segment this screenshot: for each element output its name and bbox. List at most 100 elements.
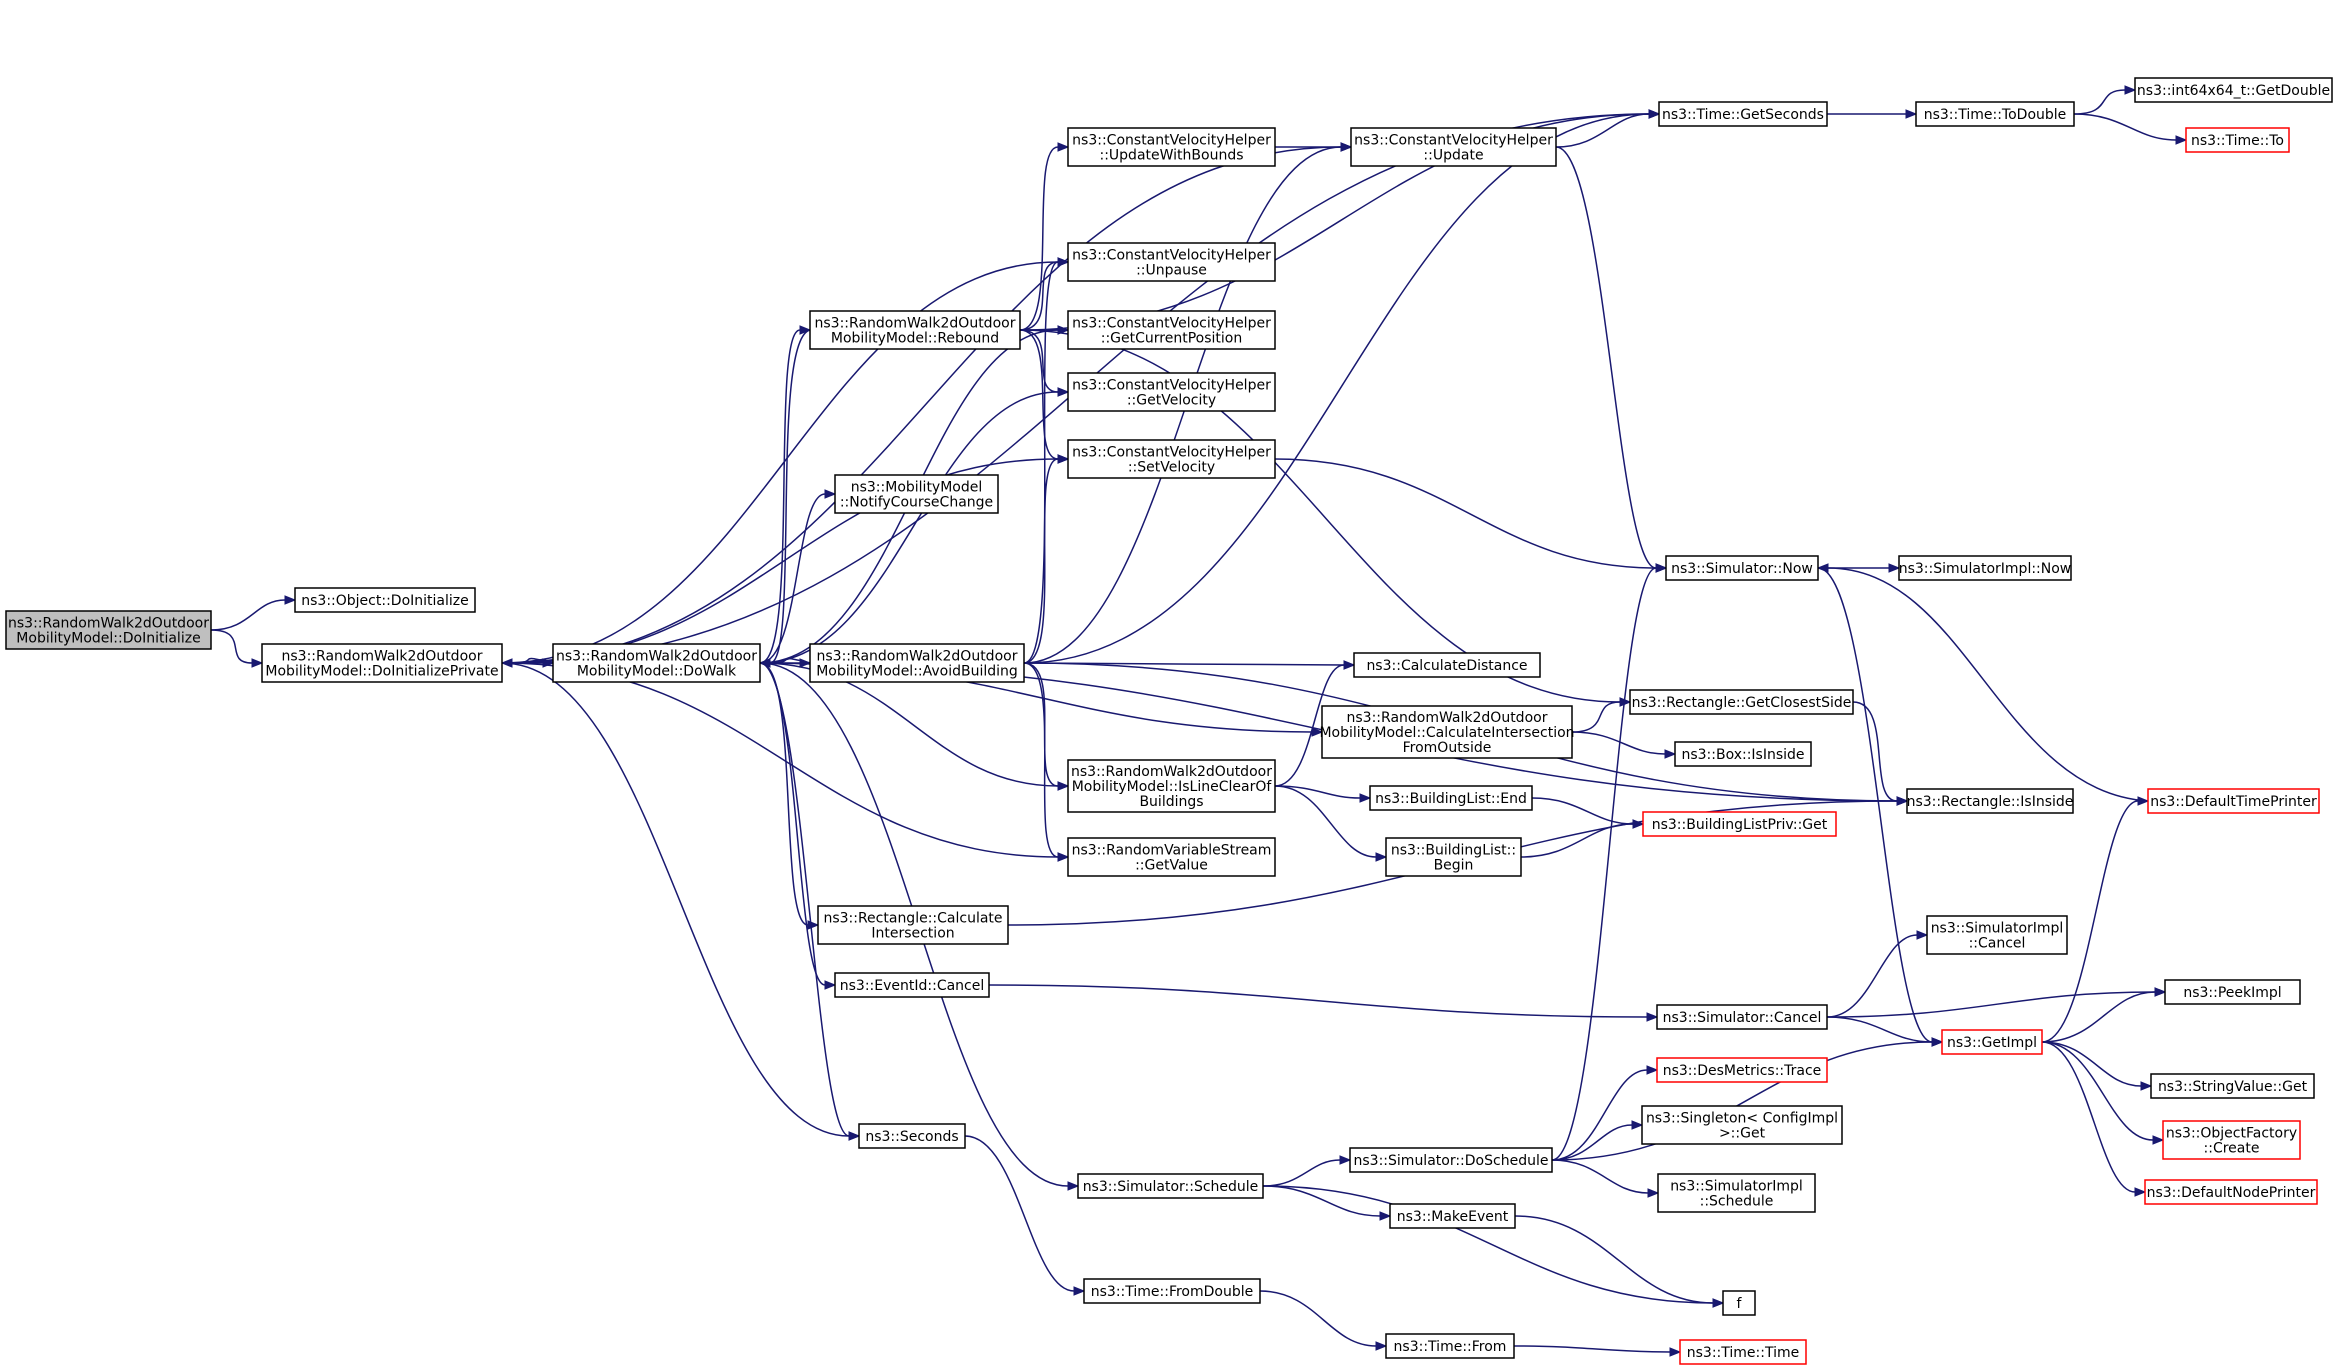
node-n16[interactable]: ns3::MobilityModel::NotifyCourseChange: [834, 474, 999, 514]
node-n46[interactable]: f: [1722, 1290, 1756, 1316]
node-n32[interactable]: ns3::SimulatorImpl::Cancel: [1926, 915, 2068, 955]
node-box[interactable]: [1083, 1278, 1261, 1304]
node-box[interactable]: [1642, 811, 1837, 837]
node-n10[interactable]: ns3::int64x64_t::GetDouble: [2134, 77, 2333, 103]
node-box[interactable]: [1067, 242, 1276, 282]
node-box[interactable]: [1350, 127, 1557, 167]
node-n2[interactable]: ns3::RandomWalk2dOutdoorMobilityModel::D…: [261, 643, 503, 683]
node-n5[interactable]: ns3::RandomWalk2dOutdoorMobilityModel::R…: [809, 310, 1021, 350]
node-box[interactable]: [2144, 1179, 2318, 1205]
node-n20[interactable]: ns3::RandomWalk2dOutdoorMobilityModel::C…: [1319, 705, 1575, 759]
node-n24[interactable]: ns3::BuildingList::End: [1369, 785, 1533, 811]
node-box[interactable]: [1629, 689, 1854, 715]
node-n0[interactable]: ns3::RandomWalk2dOutdoorMobilityModel::D…: [5, 610, 212, 650]
node-n9[interactable]: ns3::Time::ToDouble: [1915, 101, 2075, 127]
node-box[interactable]: [1353, 652, 1541, 678]
node-n47[interactable]: ns3::Time::FromDouble: [1083, 1278, 1261, 1304]
node-n31[interactable]: ns3::EventId::Cancel: [834, 972, 990, 998]
node-n41[interactable]: ns3::SimulatorImpl::Schedule: [1657, 1173, 1816, 1213]
node-n7[interactable]: ns3::ConstantVelocityHelper::Update: [1350, 127, 1557, 167]
node-n49[interactable]: ns3::Time::Time: [1679, 1339, 1807, 1365]
node-box[interactable]: [1674, 741, 1812, 767]
node-n23[interactable]: ns3::RandomWalk2dOutdoorMobilityModel::I…: [1067, 759, 1276, 813]
node-box[interactable]: [1385, 1333, 1515, 1359]
node-box[interactable]: [1656, 1057, 1828, 1083]
node-n18[interactable]: ns3::SimulatorImpl::Now: [1898, 555, 2072, 581]
node-n22[interactable]: ns3::Box::IsInside: [1674, 741, 1812, 767]
node-box[interactable]: [294, 587, 476, 613]
node-box[interactable]: [1665, 555, 1819, 581]
node-box[interactable]: [1926, 915, 2068, 955]
node-box[interactable]: [834, 972, 990, 998]
node-box[interactable]: [1077, 1173, 1264, 1199]
node-box[interactable]: [1941, 1029, 2043, 1055]
node-n36[interactable]: ns3::StringValue::Get: [2150, 1073, 2315, 1099]
node-box[interactable]: [1067, 439, 1276, 479]
node-box[interactable]: [1722, 1290, 1756, 1316]
node-box[interactable]: [817, 905, 1009, 945]
node-n39[interactable]: ns3::DesMetrics::Trace: [1656, 1057, 1828, 1083]
node-box[interactable]: [1067, 372, 1276, 412]
node-n8[interactable]: ns3::Time::GetSeconds: [1658, 101, 1828, 127]
node-box[interactable]: [1657, 1173, 1816, 1213]
node-n12[interactable]: ns3::ConstantVelocityHelper::Unpause: [1067, 242, 1276, 282]
node-box[interactable]: [1906, 788, 2074, 814]
node-n19[interactable]: ns3::CalculateDistance: [1353, 652, 1541, 678]
node-box[interactable]: [2147, 788, 2320, 814]
node-box[interactable]: [1898, 555, 2072, 581]
node-n4[interactable]: ns3::RandomWalk2dOutdoorMobilityModel::A…: [809, 643, 1025, 683]
node-n44[interactable]: ns3::Simulator::DoSchedule: [1349, 1147, 1553, 1173]
node-box[interactable]: [552, 643, 761, 683]
node-box[interactable]: [809, 310, 1021, 350]
node-n48[interactable]: ns3::Time::From: [1385, 1333, 1515, 1359]
node-box[interactable]: [1067, 759, 1276, 813]
node-n40[interactable]: ns3::Singleton< ConfigImpl >::Get: [1641, 1105, 1843, 1145]
node-n33[interactable]: ns3::Simulator::Cancel: [1656, 1004, 1828, 1030]
node-n13[interactable]: ns3::ConstantVelocityHelper::GetCurrentP…: [1067, 310, 1276, 350]
node-box[interactable]: [1321, 705, 1573, 759]
node-n14[interactable]: ns3::ConstantVelocityHelper::GetVelocity: [1067, 372, 1276, 412]
node-box[interactable]: [1679, 1339, 1807, 1365]
node-n29[interactable]: ns3::RandomVariableStream::GetValue: [1067, 837, 1276, 877]
node-n38[interactable]: ns3::DefaultNodePrinter: [2144, 1179, 2318, 1205]
node-box[interactable]: [261, 643, 503, 683]
node-n43[interactable]: ns3::Simulator::Schedule: [1077, 1173, 1264, 1199]
node-n28[interactable]: ns3::DefaultTimePrinter: [2147, 788, 2320, 814]
node-box[interactable]: [1389, 1203, 1516, 1229]
node-n21[interactable]: ns3::Rectangle::GetClosestSide: [1629, 689, 1854, 715]
node-n6[interactable]: ns3::ConstantVelocityHelper::UpdateWithB…: [1067, 127, 1276, 167]
node-box[interactable]: [1641, 1105, 1843, 1145]
node-box[interactable]: [1349, 1147, 1553, 1173]
node-box[interactable]: [1656, 1004, 1828, 1030]
node-n17[interactable]: ns3::Simulator::Now: [1665, 555, 1819, 581]
node-n35[interactable]: ns3::GetImpl: [1941, 1029, 2043, 1055]
node-n30[interactable]: ns3::Rectangle::CalculateIntersection: [817, 905, 1009, 945]
node-box[interactable]: [1915, 101, 2075, 127]
node-n11[interactable]: ns3::Time::To: [2185, 127, 2290, 153]
node-n15[interactable]: ns3::ConstantVelocityHelper::SetVelocity: [1067, 439, 1276, 479]
node-n42[interactable]: ns3::Seconds: [858, 1123, 966, 1149]
node-box[interactable]: [834, 474, 999, 514]
node-box[interactable]: [2162, 1120, 2301, 1160]
node-n3[interactable]: ns3::RandomWalk2dOutdoorMobilityModel::D…: [552, 643, 761, 683]
node-box[interactable]: [1067, 127, 1276, 167]
node-box[interactable]: [858, 1123, 966, 1149]
node-box[interactable]: [1658, 101, 1828, 127]
node-box[interactable]: [2134, 77, 2333, 103]
node-box[interactable]: [809, 643, 1025, 683]
node-n27[interactable]: ns3::Rectangle::IsInside: [1906, 788, 2074, 814]
node-box[interactable]: [1067, 837, 1276, 877]
node-n34[interactable]: ns3::PeekImpl: [2164, 979, 2301, 1005]
node-box[interactable]: [2185, 127, 2290, 153]
node-n45[interactable]: ns3::MakeEvent: [1389, 1203, 1516, 1229]
node-box[interactable]: [2164, 979, 2301, 1005]
node-box[interactable]: [1369, 785, 1533, 811]
node-box[interactable]: [5, 610, 212, 650]
node-n25[interactable]: ns3::BuildingListPriv::Get: [1642, 811, 1837, 837]
node-n37[interactable]: ns3::ObjectFactory::Create: [2162, 1120, 2301, 1160]
node-box[interactable]: [1385, 837, 1522, 877]
node-n1[interactable]: ns3::Object::DoInitialize: [294, 587, 476, 613]
node-n26[interactable]: ns3::BuildingList::Begin: [1385, 837, 1522, 877]
node-box[interactable]: [2150, 1073, 2315, 1099]
node-box[interactable]: [1067, 310, 1276, 350]
